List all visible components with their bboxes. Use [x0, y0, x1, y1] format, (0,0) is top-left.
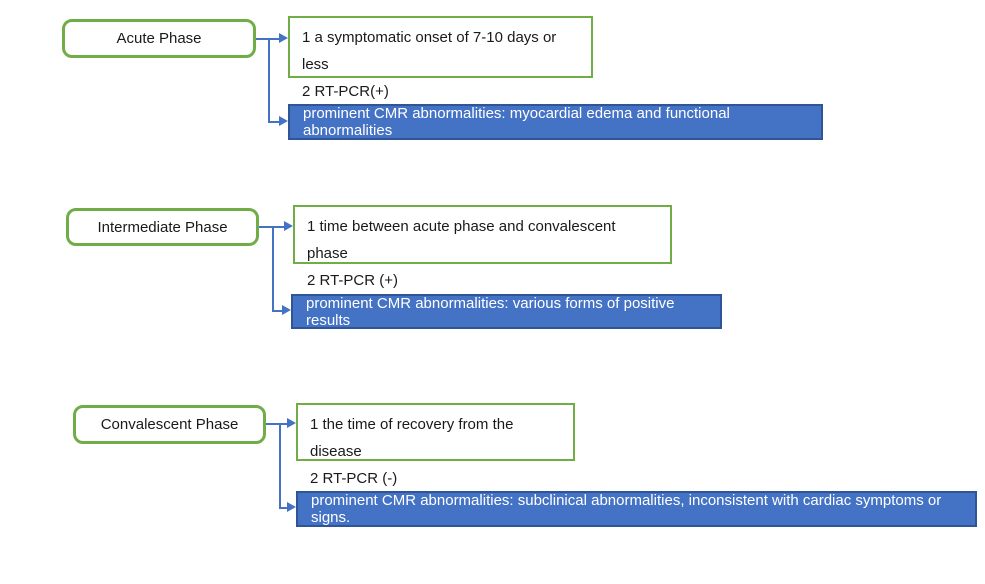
criteria-line-2: 2 RT-PCR(+)	[302, 83, 389, 100]
criteria-line-2: 2 RT-PCR (+)	[307, 272, 398, 289]
arrow-right-icon	[282, 305, 291, 315]
phase-box-intermediate: Intermediate Phase	[66, 208, 259, 246]
cmr-label-intermediate: prominent CMR abnormalities: various for…	[306, 294, 675, 329]
cmr-box-intermediate: prominent CMR abnormalities: various for…	[291, 294, 722, 329]
connector-line	[279, 423, 281, 508]
arrow-right-icon	[279, 116, 288, 126]
cmr-label-acute: prominent CMR abnormalities: myocardial …	[303, 105, 730, 139]
arrow-right-icon	[287, 418, 296, 428]
criteria-line-2: 2 RT-PCR (-)	[310, 470, 398, 487]
arrow-right-icon	[284, 221, 293, 231]
connector-line	[266, 423, 287, 425]
cmr-label-convalescent: prominent CMR abnormalities: subclinical…	[311, 492, 942, 526]
cmr-box-convalescent: prominent CMR abnormalities: subclinical…	[296, 491, 977, 527]
phase-label-intermediate: Intermediate Phase	[97, 218, 228, 236]
criteria-line-1: 1 time between acute phase and convalesc…	[307, 218, 616, 262]
cmr-box-acute: prominent CMR abnormalities: myocardial …	[288, 104, 823, 140]
criteria-box-intermediate: 1 time between acute phase and convalesc…	[293, 205, 672, 289]
connector-line	[279, 507, 287, 509]
connector-line	[272, 310, 282, 312]
criteria-line-1: 1 the time of recovery from the disease	[310, 416, 514, 460]
phase-label-acute: Acute Phase	[116, 30, 202, 47]
criteria-box-convalescent: 1 the time of recovery from the disease …	[296, 403, 575, 487]
phase-box-acute: Acute Phase	[62, 19, 256, 58]
arrow-right-icon	[287, 502, 296, 512]
connector-line	[268, 38, 270, 122]
phase-box-convalescent: Convalescent Phase	[73, 405, 266, 444]
criteria-box-acute: 1 a symptomatic onset of 7-10 days or le…	[288, 16, 593, 100]
phase-label-convalescent: Convalescent Phase	[100, 416, 239, 433]
criteria-line-1: 1 a symptomatic onset of 7-10 days or le…	[302, 29, 557, 73]
connector-line	[268, 121, 279, 123]
arrow-right-icon	[279, 33, 288, 43]
connector-line	[272, 226, 274, 311]
